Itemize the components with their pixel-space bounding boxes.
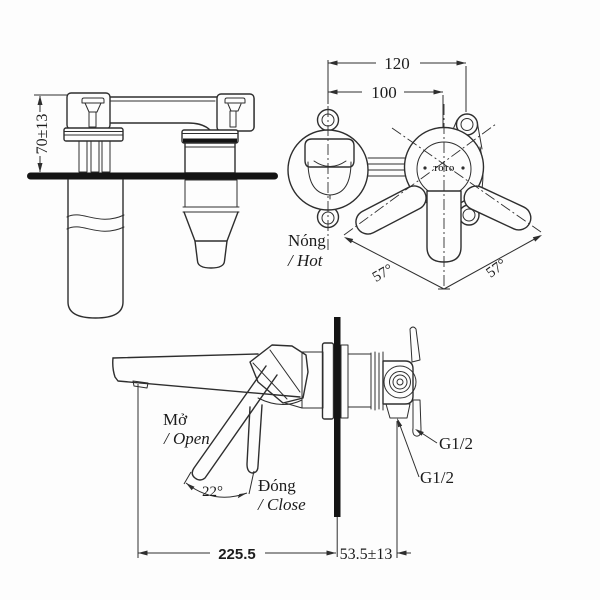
side-view: G1/2 G1/2 22° Mở / Open Đóng / Close 225… <box>112 317 473 563</box>
spout-aerator-arc <box>313 160 347 167</box>
dim120-ext <box>327 60 467 112</box>
grip-base-arc <box>257 397 303 405</box>
angle-57-left-text: 57° <box>370 261 396 285</box>
thread-outlet-text: G1/2 <box>420 468 454 487</box>
supply-pipe <box>78 140 88 173</box>
check-valve-fin-top <box>409 326 421 363</box>
lever-open-position <box>191 365 278 481</box>
dim225-arrow-r <box>326 550 336 556</box>
hot-label-vi: Nóng <box>288 231 326 250</box>
dim70-arrow-down <box>37 163 43 173</box>
valve-tail-knob <box>194 240 228 269</box>
handle-grip-blade <box>249 344 309 404</box>
lever-arrow-2 <box>237 493 247 499</box>
open-label-vi: Mở <box>163 410 188 429</box>
valve-circle-4 <box>396 378 404 386</box>
dim120-arrow-r <box>456 60 466 66</box>
lever-closed-position <box>246 404 263 474</box>
body-connector-lines <box>367 157 407 177</box>
lever-ext-lines <box>183 470 255 495</box>
back-flange <box>340 344 349 419</box>
supply-pipe <box>90 140 100 173</box>
close-label-vi: Đóng <box>258 476 296 495</box>
valve-seal-band <box>183 138 237 143</box>
dim-120-text: 120 <box>384 54 410 73</box>
diagonal-centerline-right <box>391 127 542 233</box>
dim225-arrow-l <box>138 550 148 556</box>
hose-break-lines <box>66 214 125 232</box>
close-label-en: / Close <box>257 495 306 514</box>
spout-top-edge <box>112 353 259 359</box>
body-ear-top-hole <box>460 118 474 131</box>
bridge-bottom-line <box>109 122 211 131</box>
spout-bottom-edge <box>112 357 301 398</box>
dim-reach-text: 225.5 <box>218 546 256 563</box>
dimension-225: 225.5 <box>137 384 398 563</box>
check-valve-fin-bottom <box>412 399 422 437</box>
front-view: 120 100 TOTO <box>287 54 542 290</box>
grip-facet-lines <box>252 349 301 400</box>
valve-circle-2 <box>389 371 411 393</box>
valve-tail-rings <box>182 206 240 213</box>
diagonal-centerline-left <box>343 123 497 236</box>
angle-arrow-right <box>532 235 542 242</box>
dimension-70: 70±13 <box>34 94 67 173</box>
valve-circle-3 <box>392 374 408 390</box>
dim-100-text: 100 <box>371 83 397 102</box>
dim-height-text: 70±13 <box>34 114 51 155</box>
valve-tail-taper <box>183 211 239 242</box>
body-dot-right <box>461 166 465 170</box>
dim70-arrow-up <box>37 95 43 105</box>
spout-front-opening <box>304 138 355 168</box>
dimension-53: 53.5±13 <box>340 546 411 563</box>
body-ear-bottom-hole <box>462 208 476 222</box>
hot-label-en: / Hot <box>287 251 324 270</box>
supply-pipe <box>101 140 111 173</box>
leader-thread-outlet <box>397 419 420 478</box>
top-view: 70±13 <box>27 92 278 319</box>
dim100-arrow-l <box>328 89 338 95</box>
handle-right-position <box>463 185 532 231</box>
wall-section <box>334 317 341 517</box>
handle-left-position <box>355 185 427 235</box>
back-body <box>347 353 372 408</box>
thread-callouts: G1/2 G1/2 <box>397 418 473 487</box>
valve-top-stem <box>229 110 237 128</box>
angle-arc-lines <box>345 235 541 290</box>
valve-body-cyl <box>184 142 236 174</box>
spout-base-stem <box>88 111 97 128</box>
wall-escutcheon-plate <box>321 342 335 420</box>
valve-circle-1 <box>383 365 417 399</box>
body-dot-left <box>423 166 427 170</box>
outlet-bracket <box>385 403 411 419</box>
dim-depth-text: 53.5±13 <box>340 546 393 563</box>
supply-hose <box>67 179 124 319</box>
valve-top-notch <box>224 97 246 104</box>
dim53-arrow <box>397 550 407 556</box>
spout-flange-lines <box>63 131 124 136</box>
open-label-en: / Open <box>163 429 210 448</box>
angle-arrow-left <box>344 237 354 244</box>
valve-tail-cyl <box>184 179 238 208</box>
adjuster-rings <box>370 351 384 411</box>
lever-angle-annotation: 22° <box>183 470 255 500</box>
deck-plate <box>27 172 278 180</box>
angle-22-text: 22° <box>202 484 223 500</box>
dimension-120: 120 <box>327 54 467 112</box>
lever-arrow-1 <box>186 483 195 491</box>
aerator <box>132 380 149 389</box>
spout-base-notch <box>81 97 105 104</box>
leader-arrow-1 <box>415 429 424 436</box>
angle-57-right-text: 57° <box>483 256 509 281</box>
body-underside-line <box>284 402 303 409</box>
dimension-100: 100 <box>328 83 444 128</box>
leader-arrow-2 <box>397 418 403 428</box>
body-front-of-wall <box>301 351 324 409</box>
thread-spout-text: G1/2 <box>439 434 473 453</box>
dim120-arrow-l <box>328 60 338 66</box>
dim100-arrow-r <box>433 89 443 95</box>
